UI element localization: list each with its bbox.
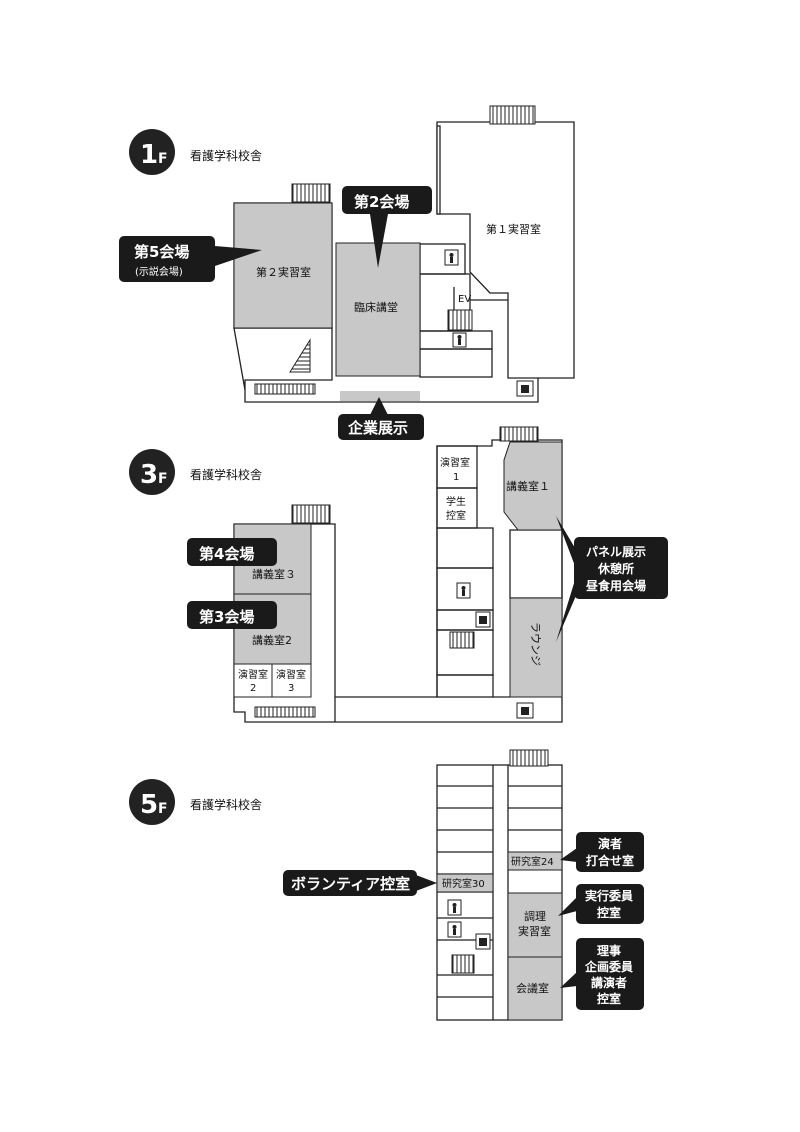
room-label-kogi2: 講義室2 — [252, 633, 292, 647]
svg-text:実習室: 実習室 — [518, 924, 551, 938]
building-name-5f: 看護学科校舎 — [190, 797, 262, 812]
callout-ensha[interactable]: 演者 打合せ室 — [560, 832, 644, 872]
svg-text:企画委員: 企画委員 — [584, 959, 633, 974]
accessible-toilet-icon — [516, 702, 534, 719]
stairs-icon — [509, 749, 549, 767]
accessible-toilet-icon — [475, 933, 491, 950]
room-kenkyu24[interactable] — [507, 851, 563, 871]
svg-text:第3会場: 第3会場 — [199, 608, 254, 626]
svg-text:F: F — [158, 471, 168, 487]
callout-venue3[interactable]: 第3会場 — [187, 601, 277, 629]
callout-panel[interactable]: パネル展示 休憩所 昼食用会場 — [556, 516, 668, 642]
restroom-icon — [447, 899, 462, 916]
svg-text:3: 3 — [140, 460, 158, 490]
room-enshu3[interactable] — [271, 663, 312, 698]
svg-text:3: 3 — [288, 683, 294, 694]
svg-text:控室: 控室 — [446, 509, 466, 522]
callout-jikko[interactable]: 実行委員 控室 — [558, 884, 644, 924]
svg-text:F: F — [158, 801, 168, 817]
room-label-kogi1: 講義室１ — [506, 479, 550, 493]
callout-venue5[interactable]: 第5会場 (示説会場) — [119, 236, 262, 282]
svg-text:(示説会場): (示説会場) — [135, 265, 183, 278]
room-label-chori: 調理 — [524, 909, 546, 923]
callout-kigyo[interactable]: 企業展示 — [338, 397, 424, 440]
room-label-rinsho: 臨床講堂 — [354, 300, 398, 314]
svg-text:F: F — [158, 151, 168, 167]
room-chori[interactable] — [507, 892, 563, 958]
accessible-toilet-icon — [475, 611, 491, 628]
stairs-icon — [449, 631, 475, 649]
svg-text:企業展示: 企業展示 — [347, 419, 408, 437]
stairs-icon — [447, 309, 473, 331]
svg-text:講演者: 講演者 — [591, 975, 627, 990]
exhibit-area[interactable] — [340, 391, 420, 401]
callout-volunteer[interactable]: ボランティア控室 — [283, 870, 437, 896]
room-enshu2[interactable] — [233, 663, 273, 698]
building-name-3f: 看護学科校舎 — [190, 467, 262, 482]
svg-text:パネル展示: パネル展示 — [586, 545, 646, 559]
stairs-icon — [451, 954, 475, 974]
room-kaigi[interactable] — [507, 956, 563, 1021]
svg-text:ボランティア控室: ボランティア控室 — [291, 875, 410, 893]
svg-text:1: 1 — [453, 472, 459, 483]
ramp-icon — [289, 338, 311, 373]
building-name-1f: 看護学科校舎 — [190, 148, 262, 163]
svg-text:控室: 控室 — [597, 991, 621, 1006]
restroom-icon — [444, 249, 459, 266]
svg-text:5: 5 — [140, 790, 158, 820]
room-label-kaigi: 会議室 — [516, 981, 549, 995]
room-label-ev: EV — [458, 294, 471, 305]
accessible-toilet-icon — [516, 380, 534, 397]
room-label-enshu1: 演習室 — [440, 456, 470, 469]
stairs-icon — [291, 504, 331, 524]
callout-venue4[interactable]: 第4会場 — [187, 538, 277, 566]
svg-text:打合せ室: 打合せ室 — [586, 853, 634, 868]
floor-3f: 3 F 看護学科校舎 講義室３ 講義室2 演習室 2 演習 — [129, 426, 668, 723]
stairs-icon — [254, 383, 316, 395]
svg-text:休憩所: 休憩所 — [597, 561, 634, 576]
room-label-kenkyu30: 研究室30 — [442, 877, 485, 890]
svg-text:第4会場: 第4会場 — [199, 545, 254, 563]
restroom-icon — [452, 332, 467, 348]
floor-5f: 5 F 看護学科校舎 研究室30 研究室24 — [129, 749, 644, 1021]
floor-1f: 1 F 看護学科校舎 第２実習室 臨床講堂 第１実習室 — [119, 105, 575, 440]
svg-text:演習室: 演習室 — [276, 668, 306, 681]
svg-text:控室: 控室 — [597, 905, 621, 920]
floor-badge-5f: 5 F — [129, 779, 175, 825]
svg-text:第5会場: 第5会場 — [134, 243, 189, 261]
room-label-lounge: ラウンジ — [529, 622, 542, 666]
svg-text:演習室: 演習室 — [238, 668, 268, 681]
svg-text:第2会場: 第2会場 — [354, 193, 409, 211]
room-lounge[interactable] — [509, 597, 563, 698]
svg-text:1: 1 — [140, 140, 158, 170]
svg-text:2: 2 — [250, 683, 256, 694]
floor-badge-3f: 3 F — [129, 449, 175, 495]
room-label-jisshu1: 第１実習室 — [486, 222, 541, 236]
room-label-gakusei: 学生 — [446, 495, 466, 508]
svg-text:演者: 演者 — [598, 836, 622, 851]
stairs-icon — [499, 426, 539, 442]
room-kogi1[interactable] — [503, 441, 563, 531]
callout-venue2[interactable]: 第2会場 — [342, 186, 432, 268]
restroom-icon — [456, 582, 471, 599]
room-label-kogi3: 講義室３ — [252, 567, 296, 581]
svg-text:昼食用会場: 昼食用会場 — [585, 578, 646, 593]
room-label-jisshu2: 第２実習室 — [256, 265, 311, 279]
stairs-icon — [254, 706, 316, 718]
stairs-icon — [291, 183, 331, 203]
stairs-icon — [489, 105, 536, 125]
room-label-kenkyu24: 研究室24 — [511, 855, 554, 868]
room-jisshu2[interactable] — [233, 202, 333, 329]
svg-text:実行委員: 実行委員 — [585, 888, 633, 903]
restroom-icon — [447, 921, 462, 938]
svg-text:理事: 理事 — [597, 943, 621, 958]
floor-badge-1f: 1 F — [129, 129, 175, 175]
callout-riji[interactable]: 理事 企画委員 講演者 控室 — [560, 938, 644, 1010]
